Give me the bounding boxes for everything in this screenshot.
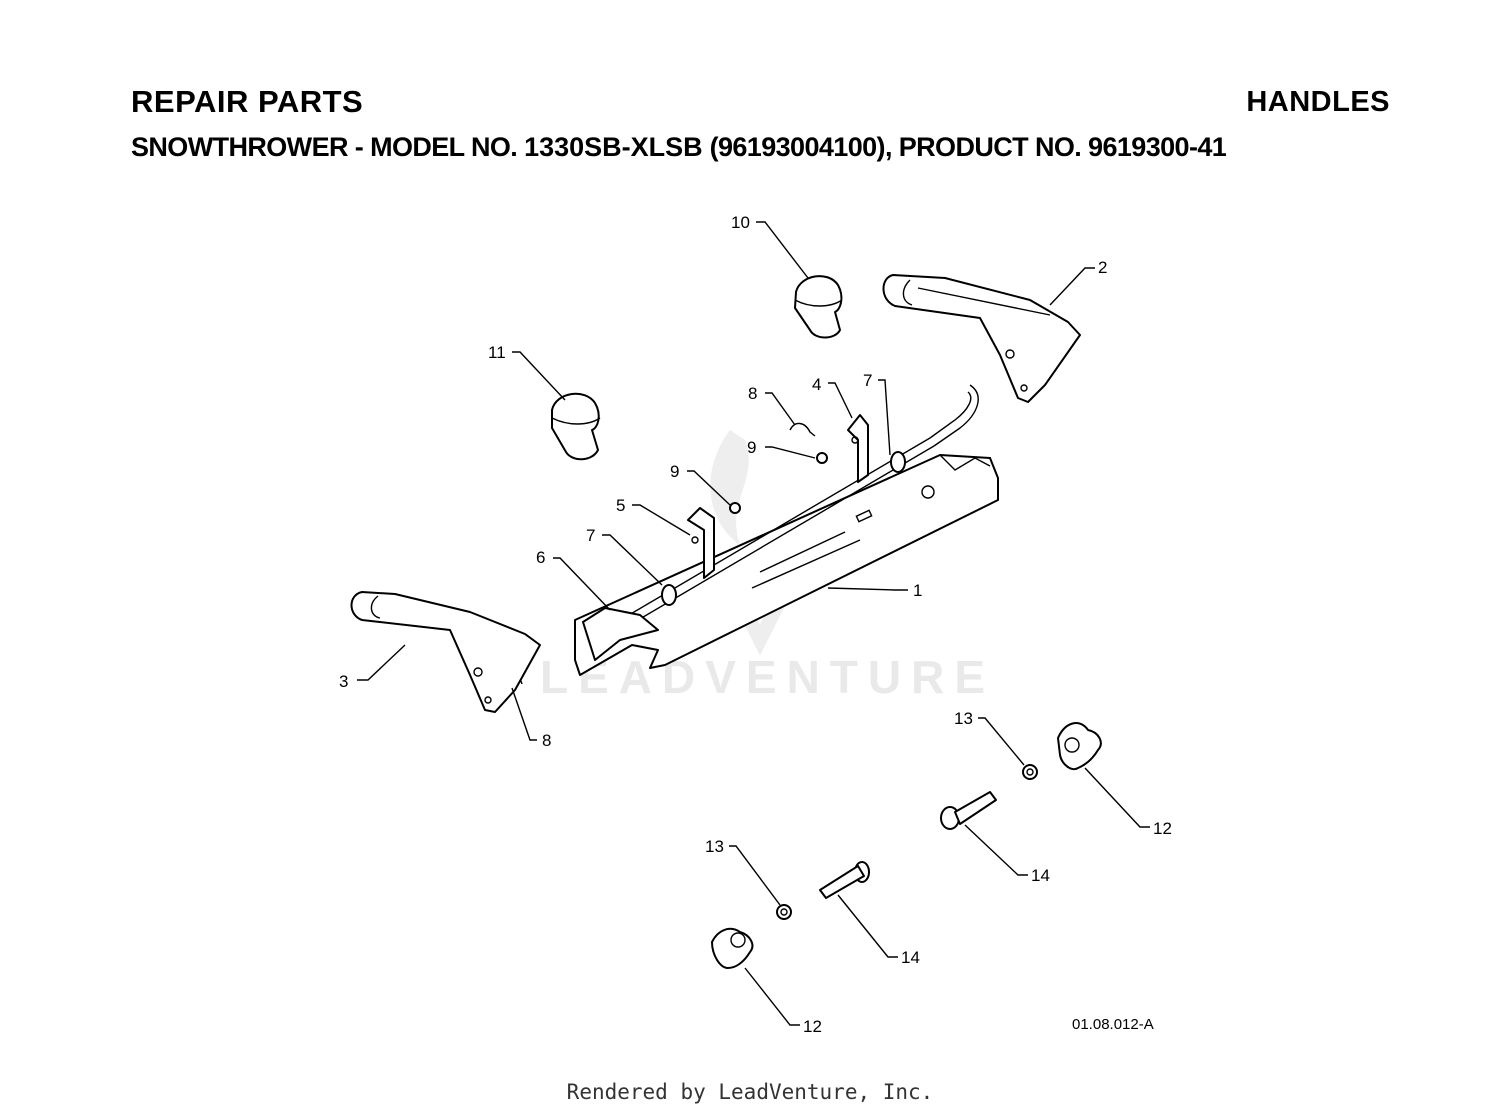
part-4-bracket [847,414,869,483]
section-title: HANDLES [1246,86,1390,118]
part-7-bushings [661,451,906,606]
callouts: 1 2 3 4 5 6 7 7 8 8 9 9 10 11 12 12 13 1… [339,213,1172,1036]
callout-9a: 9 [747,438,756,457]
callout-12a: 12 [1153,819,1172,838]
footer-credit: Rendered by LeadVenture, Inc. [566,1080,934,1104]
shift-rod [599,384,979,641]
part-11-knob [551,392,601,461]
part-1-panel [574,454,999,676]
watermark-text: LEADVENTURE [540,651,995,703]
callout-11: 11 [488,343,506,362]
callout-1: 1 [913,581,922,600]
part-5-bracket [687,507,715,579]
page-title: REPAIR PARTS [131,84,364,119]
part-10-knob [794,275,843,339]
model-subtitle: SNOWTHROWER - MODEL NO. 1330SB-XLSB (961… [131,132,1227,163]
subtitle-prefix: SNOWTHROWER - MODEL NO. [131,132,518,162]
callout-7b: 7 [586,526,595,545]
callout-8b: 8 [542,731,551,750]
part-6-bracket [582,607,659,661]
callout-14a: 14 [1031,866,1050,885]
part-2-handle [882,274,1081,403]
part-13-nuts [776,764,1038,920]
callout-14b: 14 [901,948,920,967]
callout-3: 3 [339,672,348,691]
leader-lines [357,221,1150,1026]
callout-6: 6 [536,548,545,567]
part-12-star-knobs [711,722,1102,969]
callout-10: 10 [731,213,750,232]
callout-13b: 13 [705,837,724,856]
diagram-code: 01.08.012-A [1072,1016,1154,1033]
model-number: 1330SB-XLSB [524,132,703,162]
part-9-nuts [729,452,828,514]
callout-9b: 9 [670,462,679,481]
callout-13a: 13 [954,709,973,728]
watermark-flame-icon [710,430,749,545]
subtitle-suffix: (96193004100), PRODUCT NO. 9619300-41 [709,132,1227,162]
part-3-handle [350,591,541,713]
callout-8a: 8 [748,384,757,403]
callout-7a: 7 [863,371,872,390]
callout-5: 5 [616,496,625,515]
callout-12b: 12 [803,1017,822,1036]
part-14-bolts [819,791,997,899]
callout-4: 4 [812,375,821,394]
callout-2: 2 [1098,258,1107,277]
